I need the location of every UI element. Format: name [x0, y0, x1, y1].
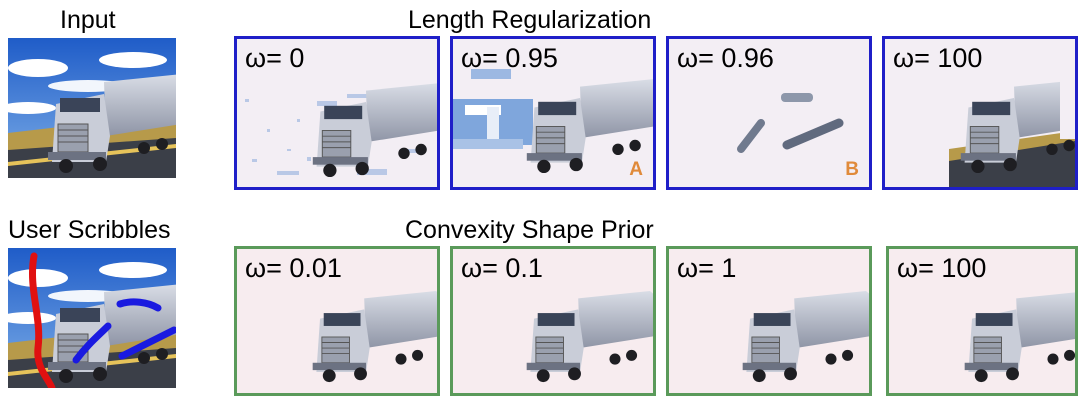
length-omega-3: ω= 0.96 — [677, 43, 774, 73]
convexity-shape-prior-heading: Convexity Shape Prior — [405, 216, 654, 244]
convexity-panel-3: ω= 1 — [666, 246, 872, 396]
length-panel-1: ω= 0 — [234, 36, 440, 190]
convexity-omega-4: ω= 100 — [897, 253, 987, 283]
length-panel-3: ω= 0.96 B — [666, 36, 872, 190]
length-panel-4: ω= 100 — [882, 36, 1078, 190]
convexity-omega-2: ω= 0.1 — [461, 253, 543, 283]
length-omega-4: ω= 100 — [893, 43, 983, 73]
length-tag-a: A — [629, 159, 643, 180]
input-image — [8, 38, 176, 178]
convexity-omega-3: ω= 1 — [677, 253, 737, 283]
foreground-scribble-left — [72, 322, 112, 364]
length-omega-1: ω= 0 — [245, 43, 305, 73]
convexity-panel-2: ω= 0.1 — [450, 246, 656, 396]
convexity-omega-1: ω= 0.01 — [245, 253, 342, 283]
length-panel-2: ω= 0.95 A — [450, 36, 656, 190]
user-scribbles-image — [8, 248, 176, 388]
length-regularization-heading: Length Regularization — [408, 6, 652, 34]
convexity-panel-1: ω= 0.01 — [234, 246, 440, 396]
background-scribble-left — [28, 252, 56, 388]
user-scribbles-heading: User Scribbles — [8, 216, 171, 244]
foreground-scribble-right — [118, 326, 176, 360]
foreground-scribble-top — [116, 298, 162, 312]
length-tag-b: B — [845, 159, 859, 180]
length-omega-2: ω= 0.95 — [461, 43, 558, 73]
input-heading: Input — [60, 6, 116, 34]
convexity-panel-4: ω= 100 — [886, 246, 1078, 396]
